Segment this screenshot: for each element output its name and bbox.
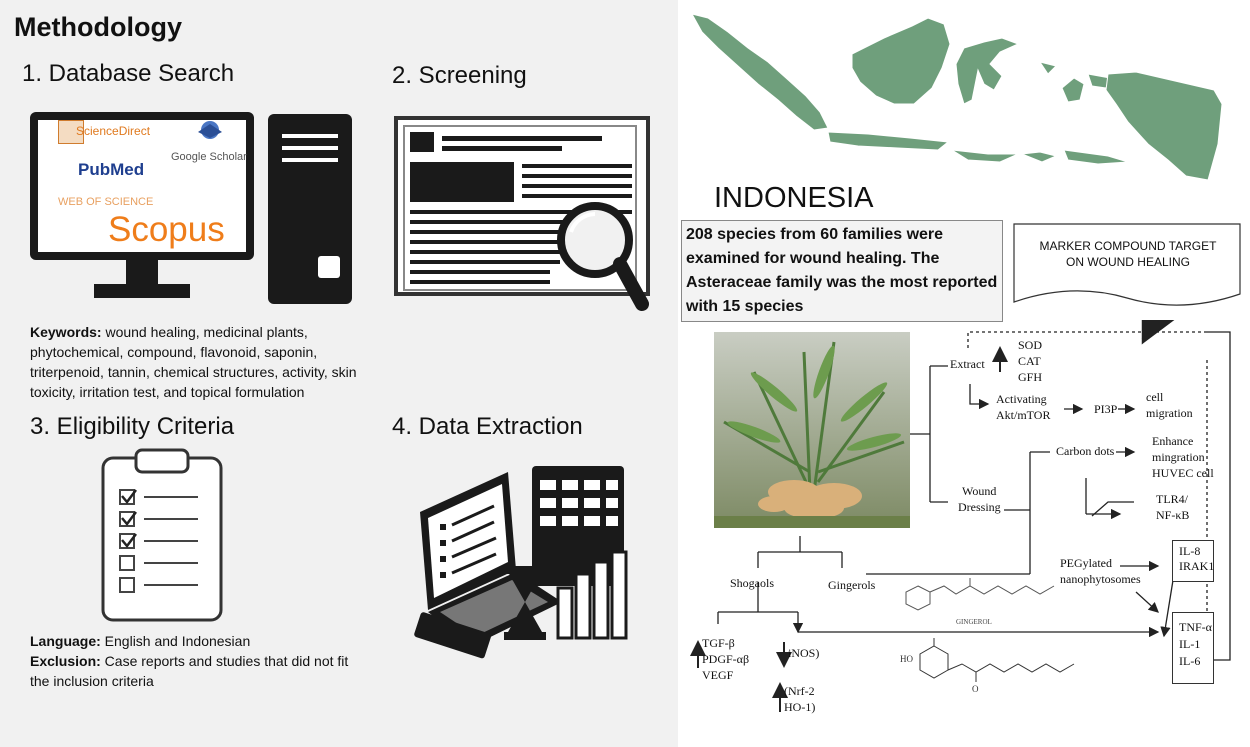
language-value: English and Indonesian xyxy=(100,633,251,649)
node-mingration: mingration xyxy=(1152,450,1205,464)
screening-document-icon xyxy=(394,116,650,311)
node-gfh: GFH xyxy=(1018,370,1043,384)
step-screening: 2. Screening xyxy=(392,62,527,89)
exclusion-value: Case reports and studies that did not fi… xyxy=(30,653,349,689)
node-il8: IL-8 xyxy=(1179,544,1201,558)
node-cell: cell xyxy=(1146,390,1164,404)
indonesia-map-icon xyxy=(691,13,1223,181)
elsevier-logo-icon xyxy=(58,120,84,144)
ginger-plant-photo xyxy=(714,332,910,528)
cytokine-box: TNF-α IL-1 IL-6 xyxy=(1172,612,1214,684)
step-data-extraction: 4. Data Extraction xyxy=(392,413,583,440)
svg-text:HO: HO xyxy=(900,654,913,664)
node-activating: Activating xyxy=(996,392,1047,406)
shogaol-structure-icon: HO O xyxy=(900,638,1075,694)
keywords-list: wound healing, medicinal plants, phytoch… xyxy=(30,324,357,400)
svg-text:O: O xyxy=(972,684,979,694)
data-extraction-laptop-icon xyxy=(414,466,628,659)
language-text: Language: English and Indonesian xyxy=(30,631,370,651)
node-enhance: Enhance xyxy=(1152,434,1194,448)
node-inos: iNOS) xyxy=(788,646,820,660)
node-ho1: HO-1) xyxy=(784,700,816,714)
gingerol-label: GINGEROL xyxy=(956,618,992,626)
step-database-search: 1. Database Search xyxy=(22,60,235,87)
language-label: Language: xyxy=(30,633,101,649)
exclusion-text: Exclusion: Case reports and studies that… xyxy=(30,651,370,691)
web-of-science-logo: WEB OF SCIENCE xyxy=(58,196,154,208)
marker-callout-shape xyxy=(1013,223,1241,306)
sciencedirect-logo: ScienceDirect xyxy=(76,124,151,138)
node-il1: IL-1 xyxy=(1179,637,1201,651)
google-scholar-logo: Google Scholar xyxy=(171,151,247,163)
node-extract: Extract xyxy=(950,357,985,371)
node-shogaols: Shogaols xyxy=(730,576,775,590)
node-sod: SOD xyxy=(1018,338,1043,352)
step-eligibility-criteria: 3. Eligibility Criteria xyxy=(30,413,235,440)
node-pi3p: PI3P xyxy=(1094,402,1118,416)
clipboard-checklist-icon xyxy=(101,448,223,622)
node-tgf-beta: TGF-β xyxy=(702,636,735,650)
node-pdgf: PDGF-αβ xyxy=(702,652,750,666)
node-carbon-dots: Carbon dots xyxy=(1056,444,1115,458)
node-il6: IL-6 xyxy=(1179,654,1201,668)
node-nf-kb: NF-κB xyxy=(1156,508,1190,522)
node-akt-mtor: Akt/mTOR xyxy=(996,408,1051,422)
gingerol-structure-icon xyxy=(905,578,1055,611)
node-irak1: IRAK1 xyxy=(1179,559,1215,573)
node-wound: Wound xyxy=(962,484,997,498)
node-tlr4: TLR4/ xyxy=(1156,492,1188,506)
exclusion-label: Exclusion: xyxy=(30,653,101,669)
node-dressing: Dressing xyxy=(958,500,1001,514)
node-huvec-cell: HUVEC cell xyxy=(1152,466,1214,480)
il8-irak1-box: IL-8 IRAK1 xyxy=(1172,540,1214,582)
species-summary-box: 208 species from 60 families were examin… xyxy=(681,220,1003,322)
node-nanophytosomes: nanophytosomes xyxy=(1060,572,1141,586)
keywords-label: Keywords: xyxy=(30,324,102,340)
country-label: INDONESIA xyxy=(714,182,874,214)
node-nrf2: (Nrf-2 xyxy=(784,684,815,698)
node-tnf-alpha: TNF-α xyxy=(1179,620,1212,634)
scopus-logo: Scopus xyxy=(108,210,225,249)
node-cat: CAT xyxy=(1018,354,1041,368)
pubmed-logo: PubMed xyxy=(78,160,145,179)
node-gingerols: Gingerols xyxy=(828,578,876,592)
keywords-text: Keywords: wound healing, medicinal plant… xyxy=(30,322,360,402)
node-pegylated: PEGylated xyxy=(1060,556,1112,570)
methodology-title: Methodology xyxy=(14,12,182,42)
marker-compound-label: MARKER COMPOUND TARGET ON WOUND HEALING xyxy=(1039,239,1217,269)
node-migration: migration xyxy=(1146,406,1193,420)
computer-icon xyxy=(30,112,352,304)
node-vegf: VEGF xyxy=(702,668,734,682)
